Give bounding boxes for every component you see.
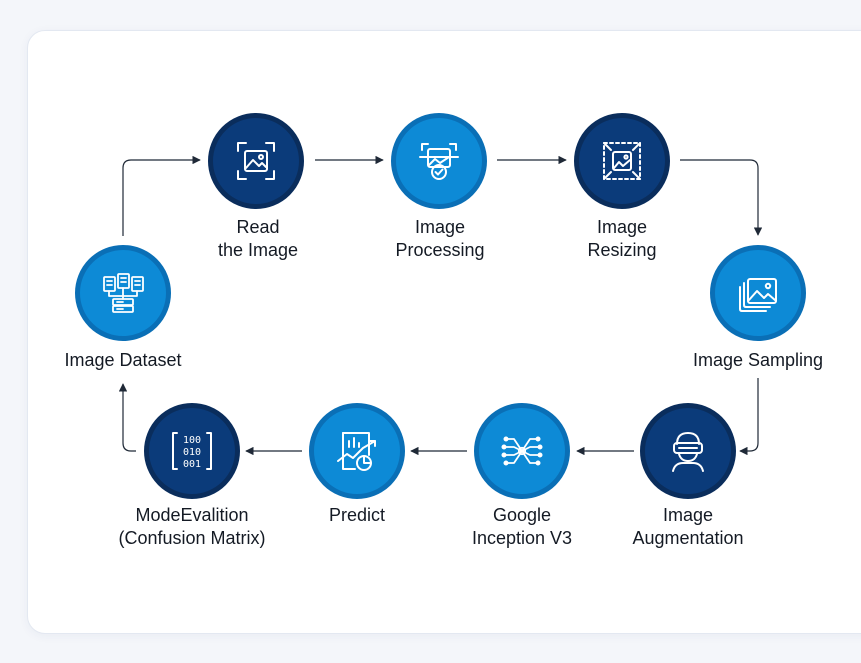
- resize-icon: [603, 142, 641, 180]
- arrow-sampling-to-augmentation: [739, 378, 759, 456]
- dataset-servers-icon: [103, 273, 144, 313]
- arrow-evaluation-to-dataset: [118, 383, 136, 452]
- chart-report-icon: [337, 432, 376, 471]
- step-processing-node: [391, 113, 487, 209]
- neural-network-icon: [501, 436, 543, 466]
- step-sampling-label: Image Sampling: [692, 350, 824, 370]
- step-read-node: [208, 113, 304, 209]
- step-dataset-node: [75, 245, 171, 341]
- arrow-resizing-to-sampling: [680, 159, 763, 236]
- arrow-dataset-to-read: [122, 155, 201, 236]
- step-inception-node: [474, 403, 570, 499]
- image-frame-icon: [237, 142, 275, 180]
- step-sampling-node: [710, 245, 806, 341]
- image-check-icon: [419, 143, 459, 180]
- step-augmentation-node: [640, 403, 736, 499]
- step-evaluation-node: 100 010 001: [144, 403, 240, 499]
- svg-text:001: 001: [183, 459, 201, 470]
- vr-headset-icon: [672, 432, 704, 472]
- step-predict-label: Predict: [328, 505, 386, 525]
- step-predict-node: [309, 403, 405, 499]
- svg-text:100: 100: [183, 435, 201, 446]
- step-evaluation-label: ModeEvalition(Confusion Matrix): [118, 505, 266, 548]
- step-dataset-label: Image Dataset: [64, 350, 182, 370]
- step-resizing-node: [574, 113, 670, 209]
- svg-text:010: 010: [183, 447, 201, 458]
- image-stack-icon: [739, 278, 777, 312]
- binary-matrix-icon: 100 010 001: [172, 432, 212, 470]
